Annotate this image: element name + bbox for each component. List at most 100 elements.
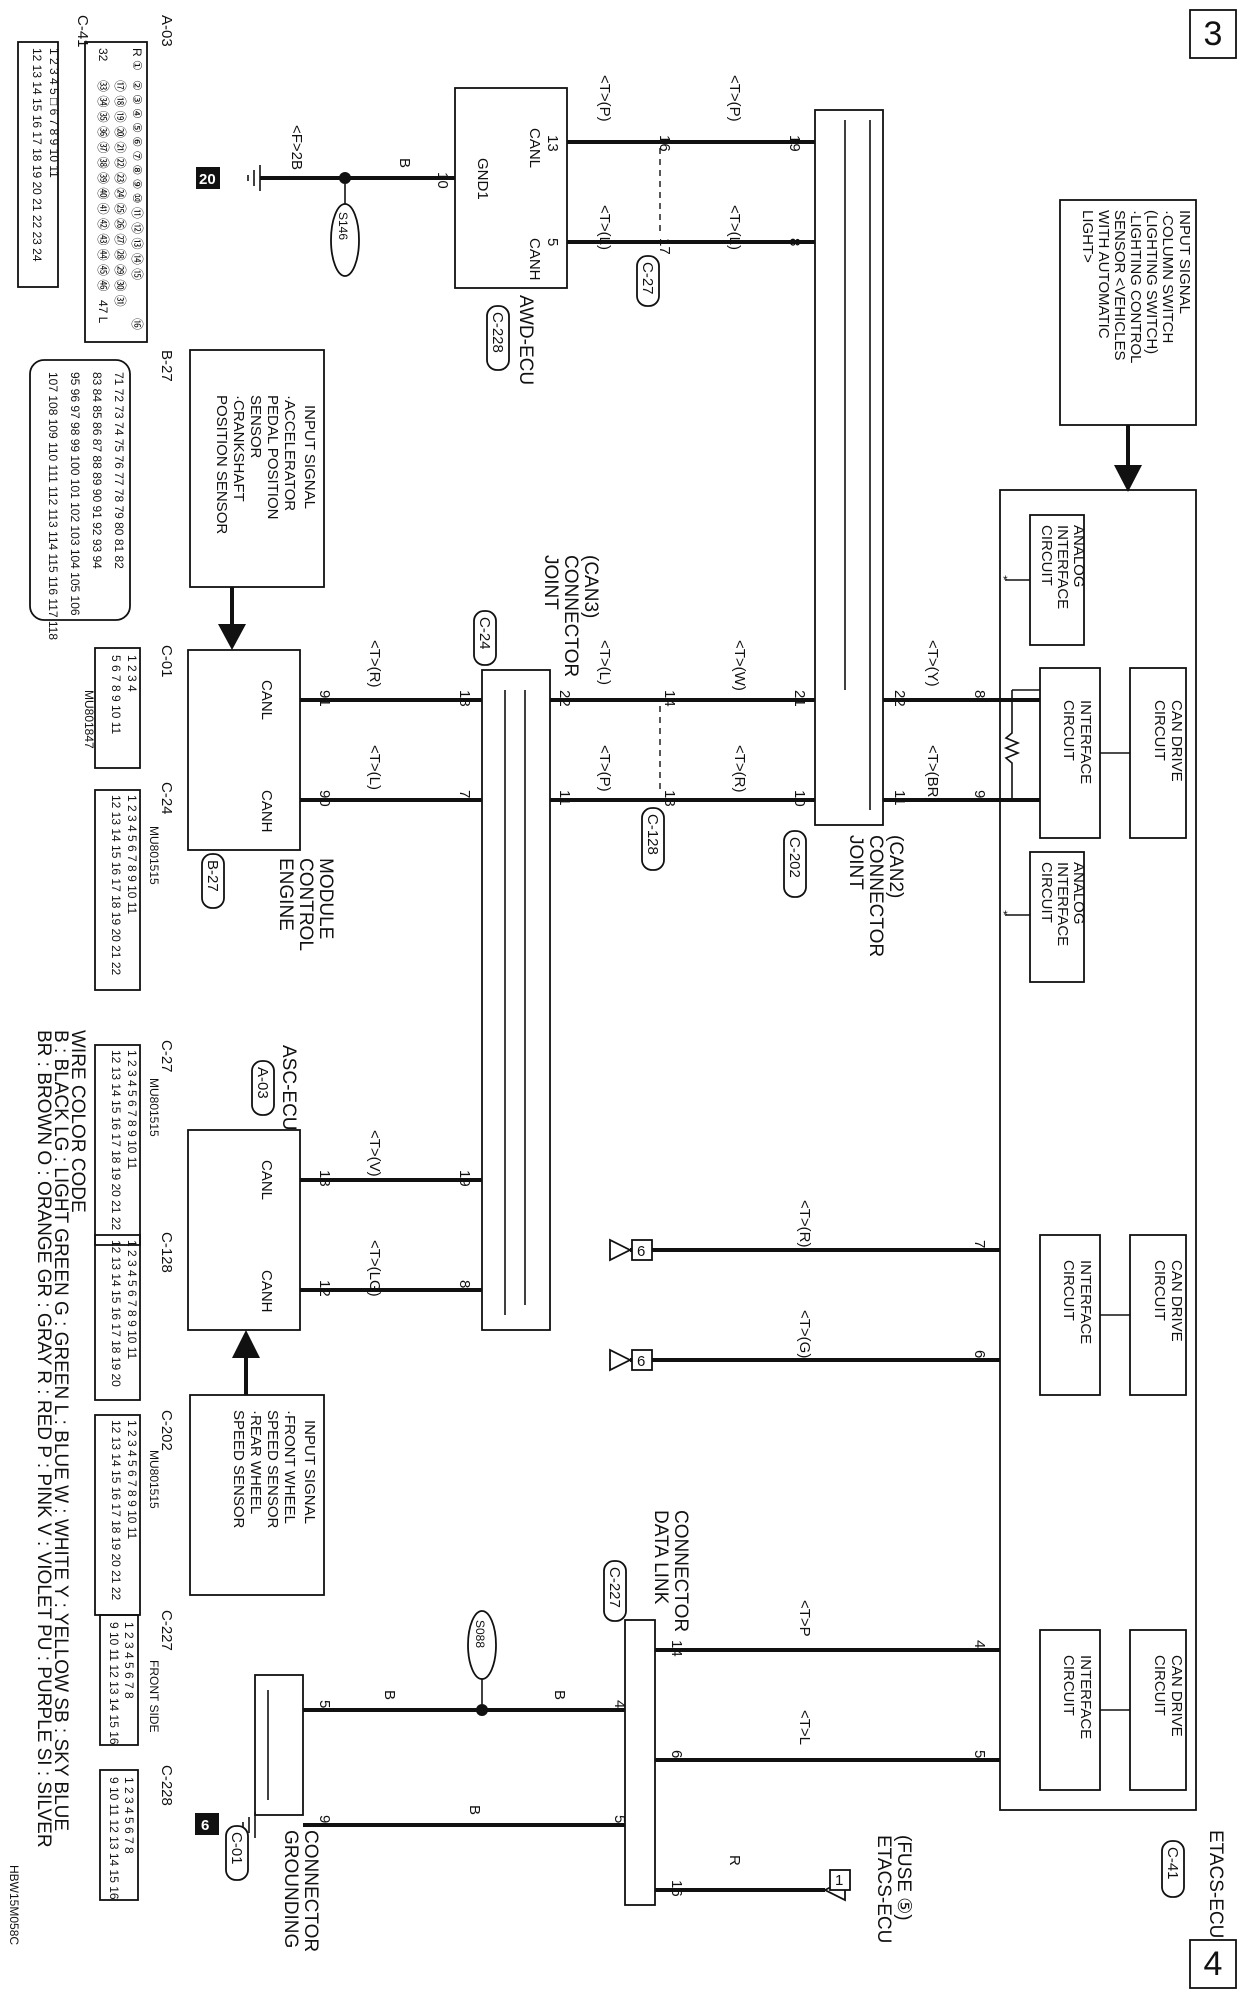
svg-text:B: B [551,1690,568,1700]
svg-text:21: 21 [791,690,808,707]
svg-text:9 10 11 12 13 14 15 16: 9 10 11 12 13 14 15 16 [107,1622,121,1745]
svg-text:(LIGHTING SWITCH): (LIGHTING SWITCH) [1143,210,1160,354]
svg-text:B-27: B-27 [158,350,175,382]
svg-text:10: 10 [791,790,808,807]
svg-text:<T>(Y): <T>(Y) [924,640,941,687]
svg-text:14: 14 [668,1640,685,1657]
wire-color-code: WIRE COLOR CODE B : BLACK LG : LIGHT GRE… [33,1030,88,1848]
svg-text:⑰ ⑱ ⑲ ⑳ ㉑ ㉒ ㉓ ㉔ ㉕ ㉖ ㉗ ㉘ ㉙ ㉚ ㉛: ⑰ ⑱ ⑲ ⑳ ㉑ ㉒ ㉓ ㉔ ㉕ ㉖ ㉗ ㉘ ㉙ ㉚ ㉛ [113,80,127,307]
engine-control-module-box [187,649,301,851]
etacs-input-signal-box [1059,199,1197,426]
ground-ref-20 [196,167,220,189]
svg-text:1: 1 [835,1872,843,1889]
ecm-input-signal-box [189,349,325,588]
data-link-connector [624,1619,656,1906]
svg-text:R: R [726,1855,743,1866]
svg-text:INPUT SIGNAL: INPUT SIGNAL [1176,210,1193,314]
svg-text:② ③ ④ ⑤ ⑥ ⑦ ⑧ ⑨ ⑩ ⑪ ⑫ ⑬ ⑭ ⑮: ② ③ ④ ⑤ ⑥ ⑦ ⑧ ⑨ ⑩ ⑪ ⑫ ⑬ ⑭ ⑮ [130,80,144,280]
svg-text:C-24: C-24 [158,782,175,815]
svg-text:CAN DRIVE: CAN DRIVE [1168,700,1185,782]
svg-text:DATA LINK: DATA LINK [650,1510,671,1605]
svg-text:C-202: C-202 [786,837,803,878]
termination-resistor [1003,690,1021,800]
svg-text:7: 7 [971,1240,988,1248]
svg-text:11: 11 [556,790,573,806]
svg-text:B : BLACK LG : LIGHT GREEN: B : BLACK LG : LIGHT GREEN G : GREEN L :… [50,1030,71,1831]
svg-text:<T>(V): <T>(V) [366,1130,383,1177]
svg-text:107 108 109 110 111 112 113 11: 107 108 109 110 111 112 113 114 115 116 … [46,372,60,640]
svg-text:5: 5 [544,238,561,246]
svg-text:C-27: C-27 [639,262,656,295]
can-wires [260,140,1040,1892]
svg-text:C-01: C-01 [228,1832,245,1865]
svg-text:95 96 97 98 99 100 101 102 103: 95 96 97 98 99 100 101 102 103 104 105 1… [68,372,82,616]
svg-text:<T>(P): <T>(P) [726,75,743,122]
svg-text:SENSOR: SENSOR [247,395,264,459]
svg-text:1 2 3 4 5 6 7 8 9 10 11: 1 2 3 4 5 6 7 8 9 10 11 [125,1050,139,1170]
svg-text:5: 5 [316,1700,333,1708]
svg-text:CIRCUIT: CIRCUIT [1038,862,1055,923]
ground-symbol-dlc [242,1812,256,1838]
svg-text:CONNECTOR: CONNECTOR [300,1830,321,1952]
svg-text:*: * [1003,573,1008,587]
svg-text:9 10 11 12 13 14 15 16: 9 10 11 12 13 14 15 16 [107,1777,121,1900]
svg-text:⑯: ⑯ [130,318,144,330]
svg-text:R ①: R ① [130,48,144,71]
svg-text:<T>(BR): <T>(BR) [924,745,941,803]
svg-text:CAN DRIVE: CAN DRIVE [1168,1260,1185,1342]
connector-legends: A-03 ② ③ ④ ⑤ ⑥ ⑦ ⑧ ⑨ ⑩ ⑪ ⑫ ⑬ ⑭ ⑮ ⑰ ⑱ ⑲ ⑳… [17,15,175,1901]
svg-text:C-128: C-128 [644,814,661,855]
svg-text:19: 19 [456,1170,473,1187]
svg-text:B: B [396,158,413,168]
svg-text:<T>(R): <T>(R) [731,745,748,793]
svg-text:47 L: 47 L [96,300,110,324]
svg-text:1 2 3 4 5 6 7 8 9 10 11: 1 2 3 4 5 6 7 8 9 10 11 [125,795,139,915]
svg-text:(CAN3): (CAN3) [580,555,601,618]
svg-text:·FRONT WHEEL: ·FRONT WHEEL [281,1410,298,1524]
svg-text:C-202: C-202 [158,1410,175,1451]
svg-text:<T>(L): <T>(L) [596,640,613,685]
svg-text:C-227: C-227 [158,1610,175,1651]
svg-text:10: 10 [434,172,451,189]
svg-text:INPUT SIGNAL: INPUT SIGNAL [301,405,318,509]
svg-text:B-27: B-27 [204,860,221,892]
svg-text:71 72 73 74 75 76 77 78 79 80: 71 72 73 74 75 76 77 78 79 80 81 82 [112,372,126,569]
svg-text:C-01: C-01 [158,645,175,678]
svg-text:JOINT: JOINT [845,835,866,890]
svg-text:WIRE COLOR CODE: WIRE COLOR CODE [67,1030,88,1213]
page-number-box-top [1189,9,1237,59]
svg-text:14: 14 [661,690,678,707]
can-drive-circuit-3 [1129,1629,1187,1791]
svg-text:·ACCELERATOR: ·ACCELERATOR [281,395,298,511]
svg-text:<T>(LG): <T>(LG) [366,1240,383,1297]
svg-text:ASC-ECU: ASC-ECU [278,1045,299,1131]
svg-text:INTERFACE: INTERFACE [1054,862,1071,946]
svg-text:5: 5 [971,1750,988,1758]
svg-text:1 2 3 4 5 6 7 8: 1 2 3 4 5 6 7 8 [122,1777,136,1854]
svg-text:8: 8 [786,238,803,246]
svg-text:A-03: A-03 [254,1067,271,1099]
svg-text:ANALOG: ANALOG [1070,525,1087,588]
svg-text:·LIGHTING CONTROL: ·LIGHTING CONTROL [1127,210,1144,363]
svg-text:C-227: C-227 [606,1567,623,1608]
svg-text:·CRANKSHAFT: ·CRANKSHAFT [230,395,247,502]
svg-text:INTERFACE: INTERFACE [1077,1655,1094,1739]
svg-text:<T>(R): <T>(R) [796,1200,813,1248]
svg-text:6: 6 [201,1817,209,1834]
svg-text:6: 6 [971,1350,988,1358]
svg-text:11: 11 [891,790,908,806]
interface-circuit-1 [1039,667,1101,839]
svg-text:90: 90 [316,790,333,807]
svg-text:SENSOR <VEHICLES: SENSOR <VEHICLES [1111,210,1128,360]
page-number-right: 4 [1204,1945,1223,1983]
etacs-ecu-name-group: ETACS-ECU [1205,1830,1226,1938]
svg-text:22: 22 [556,690,573,707]
svg-text:12 13 14 15 16 17 18 19 20 21: 12 13 14 15 16 17 18 19 20 21 22 [109,795,123,975]
svg-text:<T>(L): <T>(L) [366,745,383,790]
etacs-conn: C-41 [1164,1847,1181,1880]
svg-text:·REAR WHEEL: ·REAR WHEEL [247,1410,264,1514]
svg-text:1 2 3 4 5 □ 6 7 8 9 10 11: 1 2 3 4 5 □ 6 7 8 9 10 11 [47,48,61,178]
svg-text:CANH: CANH [258,1270,275,1313]
asc-ecu-box [187,1129,301,1331]
